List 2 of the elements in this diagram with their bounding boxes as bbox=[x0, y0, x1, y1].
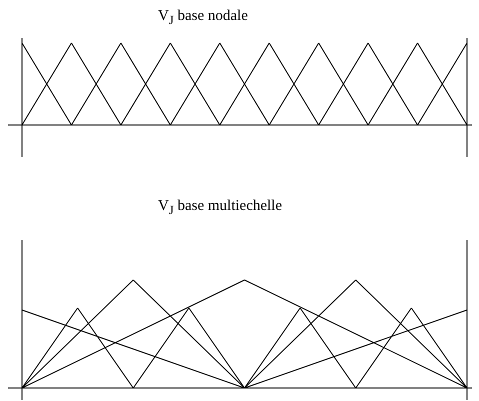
plot-title: V$_{J}$ base nodale bbox=[158, 8, 248, 28]
plot-title: V$_{J}$ base multiechelle bbox=[158, 198, 282, 218]
